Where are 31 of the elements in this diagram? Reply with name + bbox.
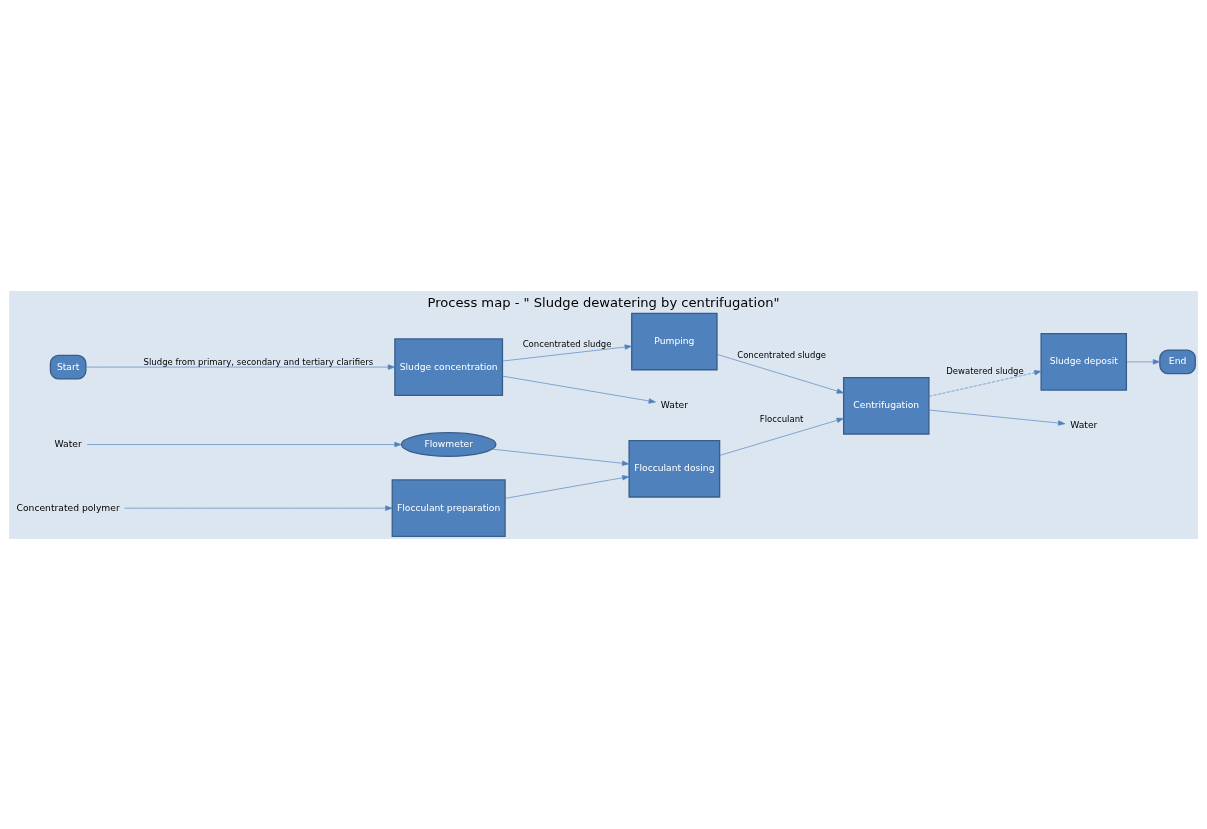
node-box: Start <box>49 354 87 380</box>
arrow <box>86 441 402 447</box>
arrow <box>502 343 632 361</box>
node-text: Water <box>660 398 688 410</box>
arrow <box>716 353 844 394</box>
edge-label: Concentrated sludge <box>522 338 612 349</box>
diagram-title: Process map - " Sludge dewatering by centrifugation" <box>427 294 780 310</box>
node-text: Water <box>54 437 82 449</box>
edge-label: Sludge from primary, secondary and tertiary clarifiers <box>143 356 374 367</box>
edge-label: Concentrated sludge <box>737 349 827 360</box>
node-box: Sludge deposit <box>1040 332 1128 391</box>
node-box: Centrifugation <box>842 376 930 435</box>
node-ellipse: Flowmeter <box>400 431 497 457</box>
node-box: End <box>1159 348 1196 374</box>
edge-label: Dewatered sludge <box>946 365 1024 376</box>
arrow <box>719 417 844 456</box>
arrow <box>124 505 393 511</box>
arrow <box>1126 358 1161 364</box>
arrow <box>502 375 656 404</box>
arrow <box>492 448 630 466</box>
arrow <box>928 409 1066 426</box>
arrow <box>928 369 1042 397</box>
node-text: Concentrated polymer <box>16 501 120 513</box>
arrow <box>85 364 396 370</box>
node-box: Sludge concentration <box>394 337 504 396</box>
node-box: Pumping <box>631 312 718 370</box>
node-text: Water <box>1070 418 1098 430</box>
node-box: Flocculant dosing <box>628 439 721 498</box>
arrow <box>505 474 630 499</box>
node-box: Flocculant preparation <box>391 478 506 537</box>
edge-label: Flocculant <box>759 413 804 424</box>
